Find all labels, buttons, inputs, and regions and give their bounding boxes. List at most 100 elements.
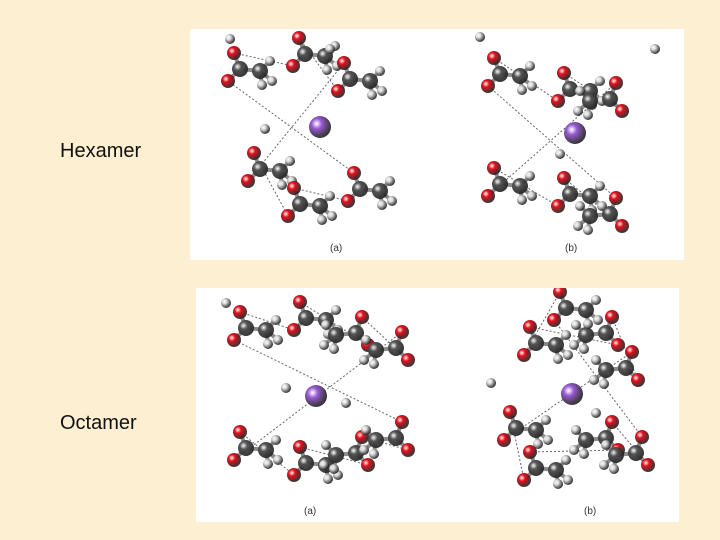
- hydrogen-atom: [359, 355, 369, 365]
- hydrogen-atom: [591, 408, 601, 418]
- hydrogen-atom: [263, 339, 273, 349]
- hydrogen-bond: [493, 57, 559, 102]
- hydrogen-atom: [561, 330, 571, 340]
- hydrogen-atom: [375, 66, 385, 76]
- hydrogen-atom: [321, 440, 331, 450]
- carbon-atom: [548, 337, 564, 353]
- oxygen-atom: [481, 79, 495, 93]
- oxygen-atom: [401, 443, 415, 457]
- hydrogen-atom: [359, 445, 369, 455]
- hydrogen-atom: [591, 355, 601, 365]
- hydrogen-bond: [247, 62, 345, 182]
- oxygen-atom: [523, 445, 537, 459]
- carbon-atom: [342, 71, 358, 87]
- carbon-atom: [602, 91, 618, 107]
- hydrogen-atom: [650, 44, 660, 54]
- oxygen-atom: [635, 430, 649, 444]
- octamer-sublabel-a: (a): [304, 506, 316, 517]
- oxygen-atom: [609, 191, 623, 205]
- hydrogen-atom: [361, 335, 371, 345]
- hydrogen-atom: [525, 61, 535, 71]
- hydrogen-atom: [575, 201, 585, 211]
- oxygen-atom: [615, 219, 629, 233]
- oxygen-atom: [497, 433, 511, 447]
- hydrogen-atom: [331, 305, 341, 315]
- oxygen-atom: [557, 66, 571, 80]
- oxygen-atom: [605, 415, 619, 429]
- hydrogen-bond: [529, 326, 619, 346]
- hydrogen-bond: [611, 421, 649, 466]
- oxygen-atom: [286, 59, 300, 73]
- carbon-atom: [348, 325, 364, 341]
- hydrogen-atom: [579, 449, 589, 459]
- oxygen-atom: [293, 295, 307, 309]
- carbon-atom: [258, 322, 274, 338]
- oxygen-atom: [331, 84, 345, 98]
- hexamer-sublabel-a: (a): [330, 243, 342, 254]
- oxygen-atom: [227, 333, 241, 347]
- carbon-atom: [582, 93, 598, 109]
- hydrogen-atom: [317, 215, 327, 225]
- hydrogen-atom: [221, 298, 231, 308]
- hydrogen-atom: [323, 474, 333, 484]
- oxygen-atom: [553, 288, 567, 299]
- oxygen-atom: [481, 189, 495, 203]
- octamer-sublabel-b: (b): [584, 506, 596, 517]
- sodium-ion: [309, 116, 331, 138]
- hydrogen-atom: [369, 449, 379, 459]
- hydrogen-atom: [571, 425, 581, 435]
- oxygen-atom: [287, 468, 301, 482]
- hydrogen-atom: [533, 439, 543, 449]
- carbon-atom: [362, 73, 378, 89]
- hydrogen-atom: [322, 65, 332, 75]
- carbon-atom: [582, 208, 598, 224]
- hydrogen-atom: [575, 86, 585, 96]
- carbon-atom: [328, 327, 344, 343]
- hydrogen-atom: [591, 295, 601, 305]
- oxygen-atom: [609, 76, 623, 90]
- oxygen-atom: [517, 348, 531, 362]
- oxygen-atom: [361, 458, 375, 472]
- hydrogen-atom: [583, 110, 593, 120]
- octamer-structure-image: (a) (b): [196, 288, 679, 522]
- hexamer-structure-b: [475, 32, 660, 235]
- hydrogen-atom: [277, 180, 287, 190]
- oxygen-atom: [551, 199, 565, 213]
- oxygen-atom: [241, 174, 255, 188]
- hydrogen-atom: [569, 445, 579, 455]
- hydrogen-atom: [563, 475, 573, 485]
- hydrogen-atom: [527, 81, 537, 91]
- hydrogen-atom: [319, 340, 329, 350]
- hydrogen-atom: [225, 34, 235, 44]
- hydrogen-atom: [285, 156, 295, 166]
- hydrogen-bond: [233, 339, 403, 423]
- hydrogen-atom: [327, 211, 337, 221]
- oxygen-atom: [605, 310, 619, 324]
- hydrogen-atom: [583, 319, 593, 329]
- oxygen-atom: [395, 415, 409, 429]
- hydrogen-atom: [589, 375, 599, 385]
- hydrogen-bond: [509, 411, 525, 481]
- hydrogen-bond: [298, 37, 339, 92]
- oxygen-atom: [487, 51, 501, 65]
- hydrogen-atom: [377, 86, 387, 96]
- hexamer-structure-a: [221, 31, 397, 225]
- hydrogen-atom: [571, 320, 581, 330]
- carbon-atom: [272, 163, 288, 179]
- hydrogen-atom: [273, 335, 283, 345]
- oxygen-atom: [401, 353, 415, 367]
- carbon-atom: [238, 440, 254, 456]
- hydrogen-atom: [329, 344, 339, 354]
- carbon-atom: [368, 342, 384, 358]
- carbon-atom: [352, 181, 368, 197]
- hydrogen-bond: [299, 301, 369, 346]
- hydrogen-atom: [257, 80, 267, 90]
- oxygen-atom: [631, 373, 645, 387]
- hydrogen-atom: [329, 464, 339, 474]
- carbon-atom: [578, 302, 594, 318]
- carbon-atom: [602, 206, 618, 222]
- carbon-atom: [508, 420, 524, 436]
- hydrogen-atom: [267, 76, 277, 86]
- carbon-atom: [368, 432, 384, 448]
- hydrogen-atom: [377, 200, 387, 210]
